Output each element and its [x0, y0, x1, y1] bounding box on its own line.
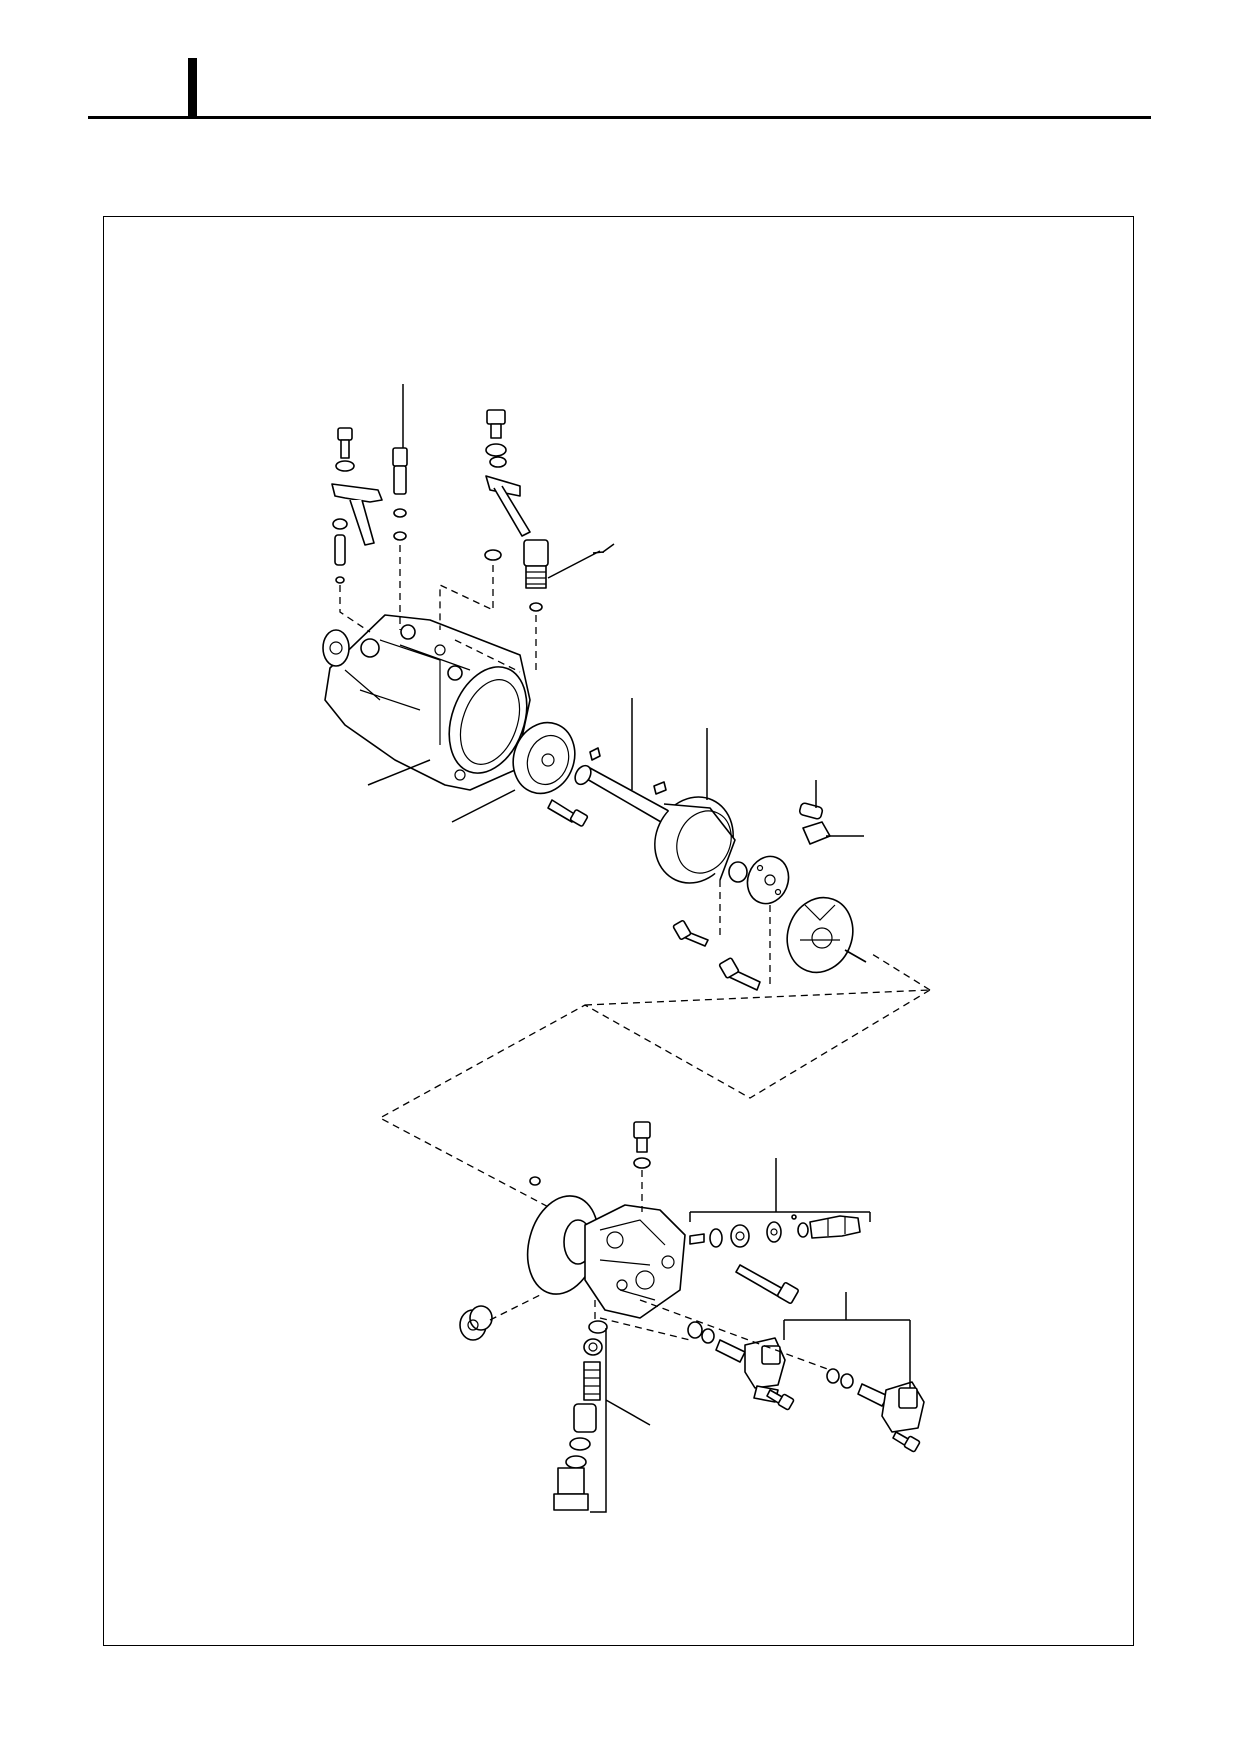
header-rule: [88, 116, 1151, 119]
solenoid-screw-left: [766, 1389, 795, 1411]
regulating-valve-set: [689, 1214, 861, 1248]
figure-frame: [103, 216, 1134, 1646]
lower-top-bolt: [633, 1121, 651, 1169]
cover-plate: [512, 721, 576, 795]
solenoid-valve-right: [826, 1368, 925, 1433]
section-mark: [188, 58, 197, 118]
o-ring-small: [529, 1176, 541, 1186]
leader-lines: [367, 384, 911, 1513]
drain-plug: [459, 1305, 493, 1341]
cover-screw: [547, 799, 589, 827]
relief-valve-stack: [553, 1320, 608, 1511]
plate-screw-2: [718, 957, 761, 991]
solenoid-valve-left: [687, 1321, 786, 1403]
coupling-key: [802, 821, 831, 845]
pump-housing: [324, 614, 531, 791]
bushing: [728, 861, 748, 883]
valve-fitting: [392, 447, 408, 541]
rotor-ring: [654, 796, 736, 884]
lower-long-bolt: [735, 1264, 799, 1304]
pressure-plate: [746, 855, 790, 905]
banjo-bolt-right: [484, 409, 531, 561]
banjo-bolt-left: [331, 427, 383, 584]
upper-assembly: [322, 409, 931, 1259]
lower-assembly: [459, 1121, 925, 1511]
pressure-sensor: [523, 539, 549, 612]
lower-pump-body: [526, 1195, 686, 1319]
coupling: [786, 896, 867, 974]
solenoid-screw-right: [892, 1431, 921, 1453]
coupling-pin: [798, 802, 824, 820]
plate-screw-1: [672, 920, 709, 947]
housing-plug: [322, 629, 350, 667]
